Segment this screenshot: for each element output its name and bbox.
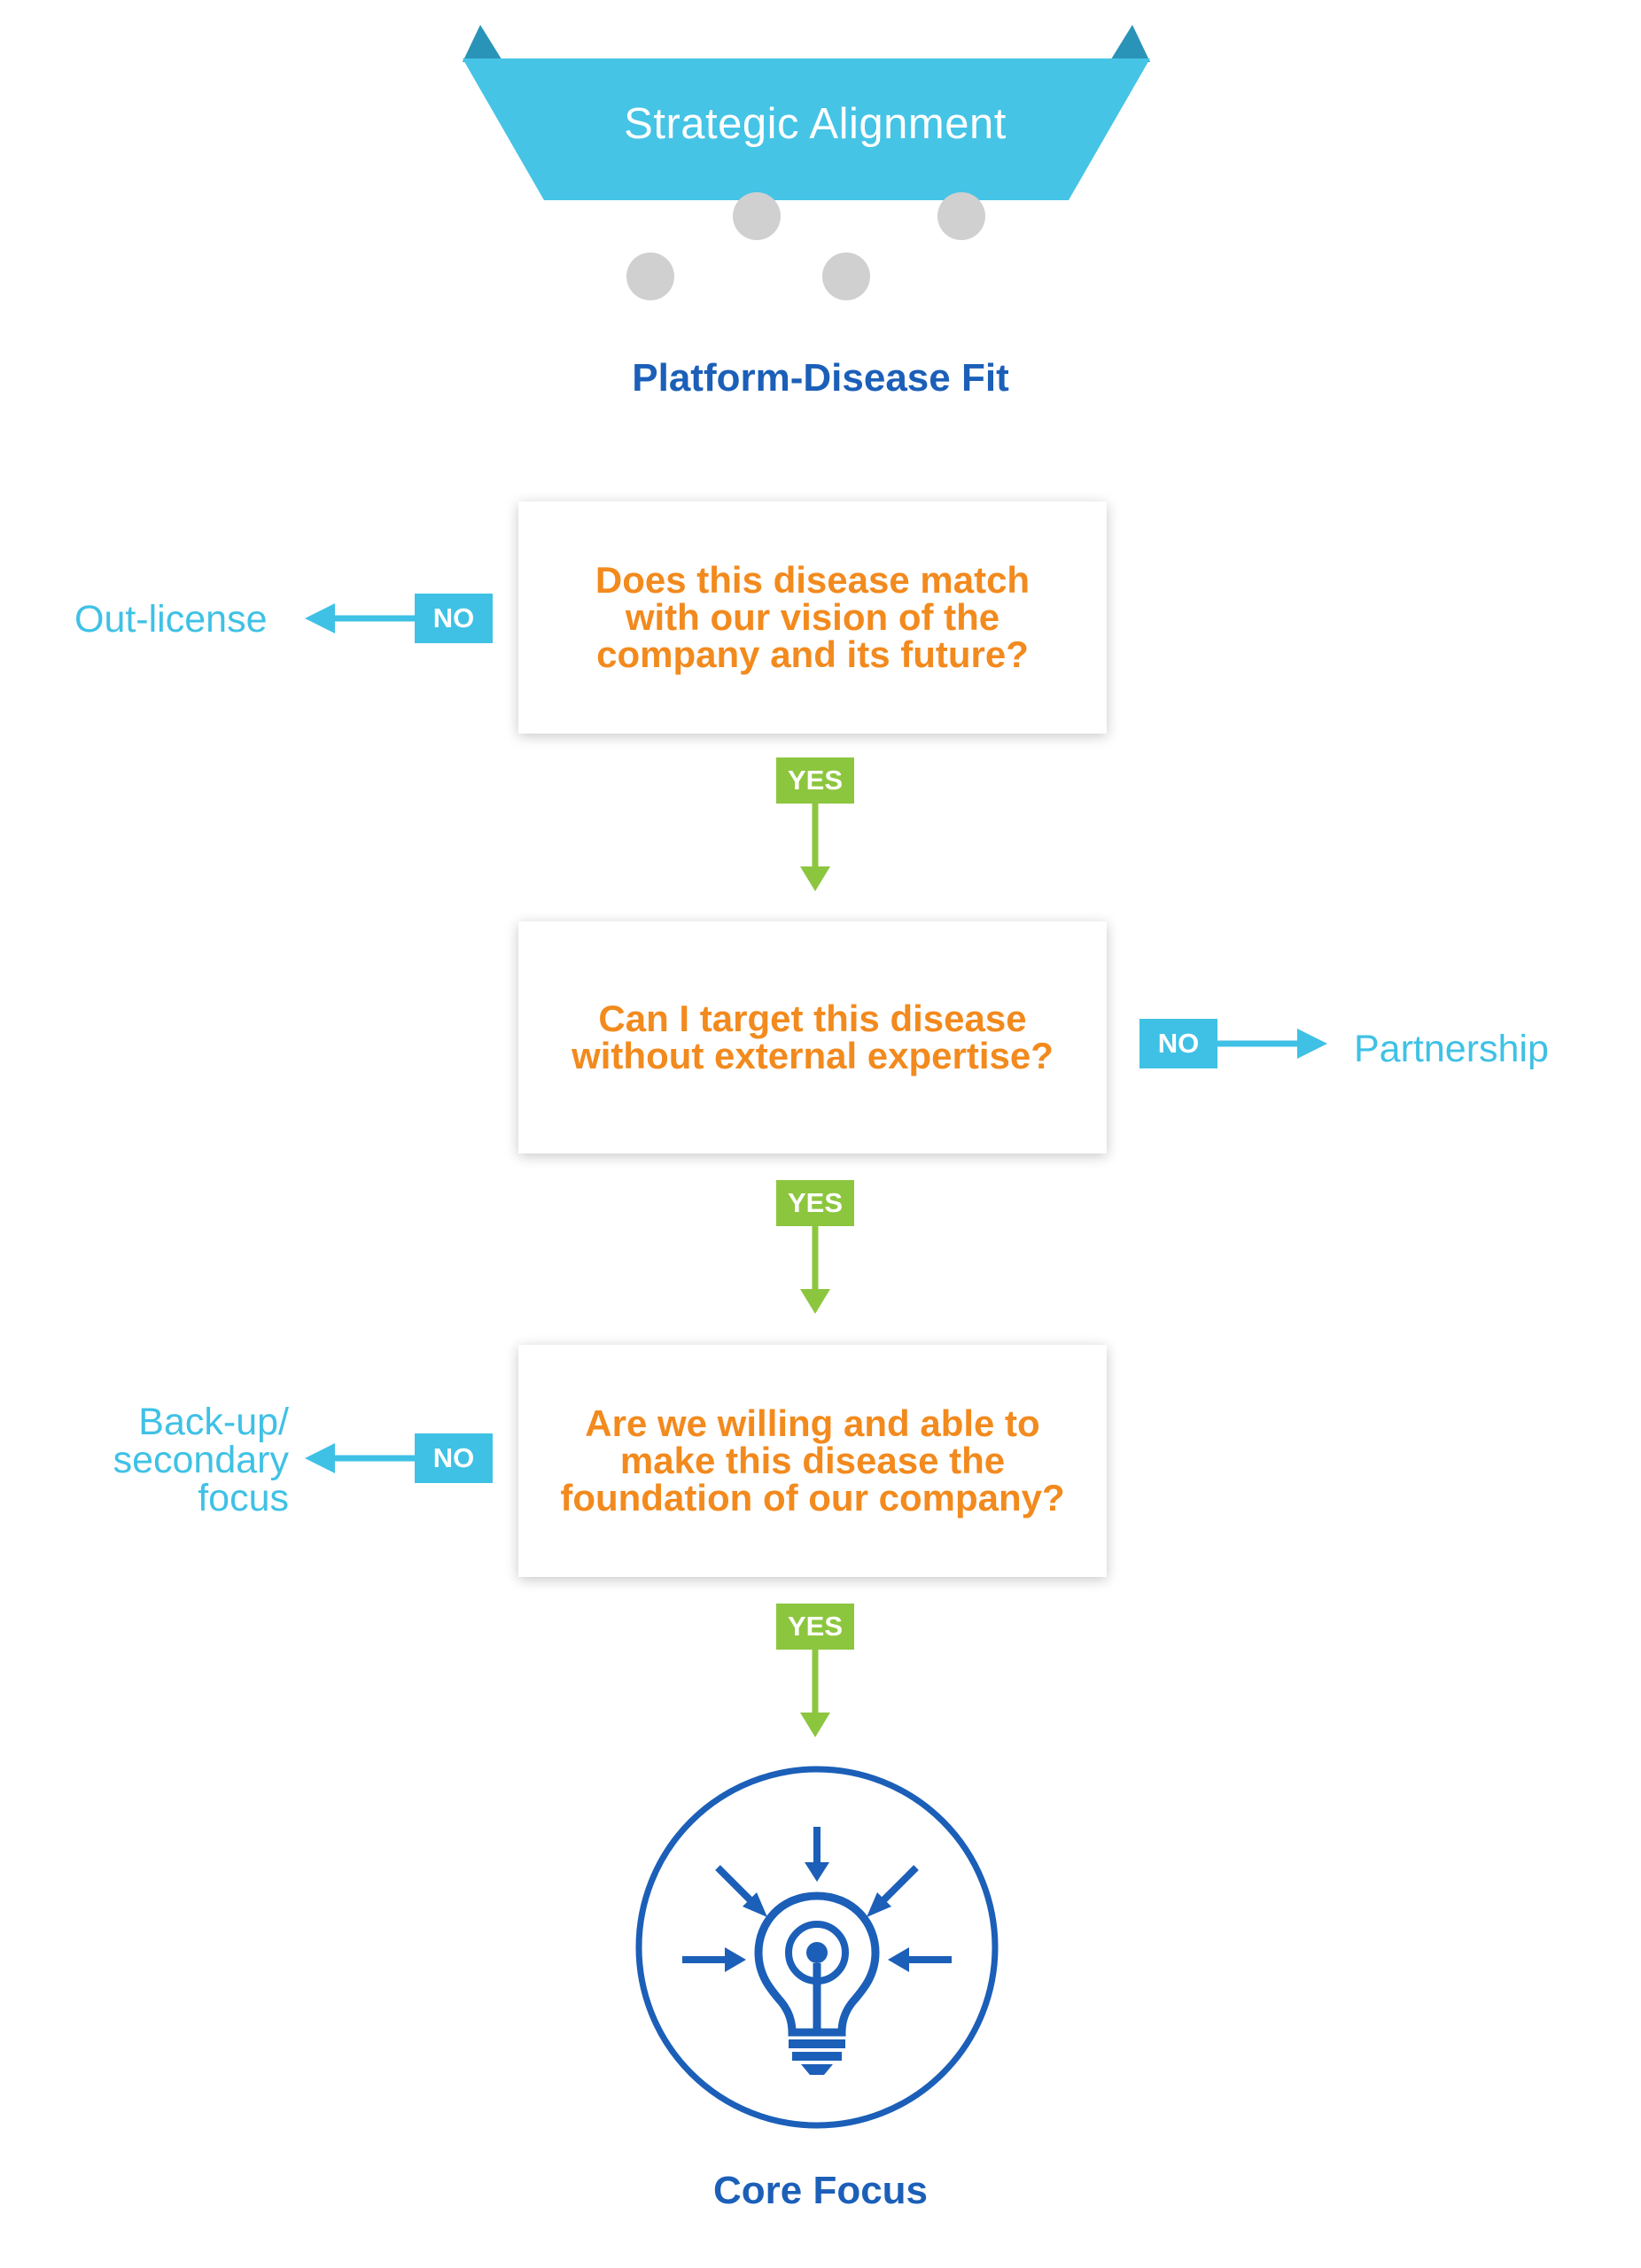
funnel-shape	[463, 25, 1150, 300]
question-box-2: Can I target this disease without extern…	[518, 921, 1107, 1153]
yes-tag-2: YES	[776, 1180, 854, 1226]
no-arrow-right	[1216, 1029, 1327, 1059]
dot	[733, 192, 781, 240]
question-text-2: Can I target this disease without extern…	[572, 998, 1054, 1076]
outcome-backup-secondary-focus: Back-up/ secondary focus	[113, 1401, 289, 1519]
funnel-tip-left	[463, 25, 503, 62]
no-tag-3: NO	[415, 1433, 493, 1483]
funnel-title: Strategic Alignment	[624, 100, 1007, 148]
yes-arrow	[800, 802, 830, 891]
yes-tag-1: YES	[776, 757, 854, 804]
question-text-3: Are we willing and able to make this dis…	[560, 1402, 1065, 1518]
dot	[937, 192, 985, 240]
question-box-3: Are we willing and able to make this dis…	[518, 1345, 1107, 1577]
yes-arrow	[800, 1648, 830, 1737]
question-box-1: Does this disease match with our vision …	[518, 501, 1107, 734]
dot	[822, 252, 870, 300]
yes-tag-3: YES	[776, 1604, 854, 1650]
outcome-partnership: Partnership	[1354, 1028, 1549, 1070]
no-arrow-left	[305, 1443, 416, 1473]
dot	[626, 252, 674, 300]
no-tag-1: NO	[415, 594, 493, 643]
diagram-subtitle: Platform-Disease Fit	[632, 356, 1009, 400]
no-tag-2: NO	[1139, 1019, 1217, 1068]
core-focus-label: Core Focus	[712, 2169, 929, 2212]
funnel-body	[463, 58, 1150, 200]
no-arrow-left	[305, 603, 416, 633]
funnel-tip-right	[1109, 25, 1150, 62]
question-text-1: Does this disease match with our vision …	[595, 559, 1030, 675]
lightbulb-target-icon	[635, 1766, 999, 2129]
outcome-out-license: Out-license	[74, 598, 268, 641]
yes-arrow	[800, 1224, 830, 1314]
